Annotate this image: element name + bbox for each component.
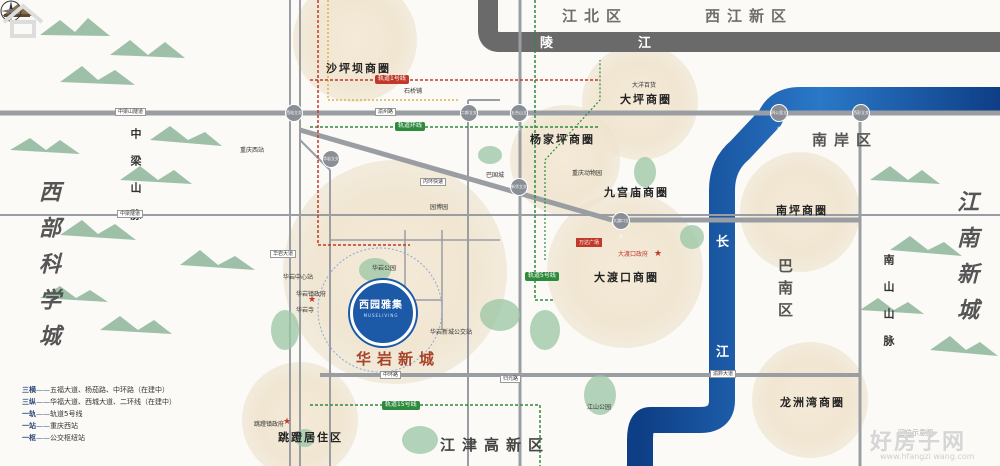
district-circle-yangjiaping [510,105,620,215]
rail-huanxian: 轨道环线 [395,122,426,131]
rail-line5: 轨道5号线 [525,272,559,281]
district-yangjiaping: 杨家坪商圈 [530,133,595,146]
region-nanan: 南岸区 [812,131,879,149]
district-daping: 大坪商圈 [620,93,672,106]
map-legend: 三横——五福大道、杨茄路、中环路（在建中） 三纵——华福大道、西城大道、二环线（… [22,384,176,444]
district-tiaodeng: 跳蹬居住区 [278,431,343,444]
watermark-title: 好房子网 [870,430,967,455]
district-dadukou: 大渡口商圈 [594,271,659,284]
district-huayan: 华岩新城 [356,350,441,368]
region-banan: 巴南区 [776,258,794,324]
district-jiugongmiao: 九宫庙商圈 [604,186,669,199]
poi-zoo: 重庆动物园 [572,170,603,177]
hub-dadukou: 大渡口立交 [612,212,630,239]
hub-sigongli: 四公里立交 [770,104,788,131]
hub-huayan: 华岩立交 [322,150,340,168]
label-jiangnan-xincheng: 江南新城 [953,190,979,334]
poi-tiaodeng-gov: 跳蹬镇政府 [254,421,285,428]
road-neihuan: 内环快速 [420,178,447,186]
road-huayan-dadao: 华岩大道 [270,250,297,258]
poi-baqu: 巴国城 [486,172,505,179]
district-longzhouwan: 龙洲湾商圈 [780,396,845,409]
road-zhongyuanlu: 中环路 [380,371,402,379]
poi-huayan-park: 华岩公园 [372,265,397,272]
star-tiaodeng-gov: ★ [283,417,292,427]
hub-xizhan: 西站立交 [285,104,303,122]
label-nanshan: 南山山脉 [882,254,895,362]
district-circle-dadukou [547,192,703,348]
poi-wanda: 万达广场 [576,238,603,247]
green-parks [271,146,704,454]
river-label-jiang-north: 江 [638,36,662,51]
river-label-chang: 长 [716,235,740,250]
hub-wutaishan: 五台山立交 [510,104,528,131]
rail-lines [310,0,601,466]
legend-row: 一轨——轨道5号线 [22,410,83,418]
district-shaping: 沙坪坝商圈 [326,62,391,75]
label-zhongliang-shan: 中梁山脉 [129,128,142,236]
hub-xinhua: 新华立交 [510,178,528,196]
road-zhongliang: 中梁隧道 [117,210,144,218]
poi-huayan-bus: 华岩新城公交站 [430,329,473,336]
poi-dayang: 大洋百货 [632,82,657,89]
rail-line15: 轨道15号线 [382,401,420,410]
road-yudeng: 渝黔大道 [710,370,737,378]
watermark-url: www.hfangzi wang.com [880,452,975,461]
poi-chongqing-west: 重庆西站 [240,147,265,154]
house-logo-icon [2,3,44,38]
district-circle-longzhouwan [752,342,868,458]
district-nanping: 南坪商圈 [776,204,828,217]
star-dadukou-gov: ★ [654,249,663,259]
rail-line1: 轨道1号线 [375,75,409,84]
label-xibu-kexuecheng: 西部科学城 [35,180,61,360]
road-zhongliangshan-tunnel: 中梁山隧道 [115,108,147,116]
poi-jiangshan: 江山公园 [587,404,612,411]
poi-huayan-zhongxin: 华岩中心站 [283,274,314,281]
district-circle-nanping [740,152,860,272]
road-yuzhou: 渝州路 [375,108,397,116]
river-label-ling: 陵 [540,36,564,51]
poi-huayan-temple: 华岩寺 [296,307,315,314]
district-circle-shaping [293,0,417,102]
project-marker[interactable] [350,280,416,346]
river-label-jiang: 江 [716,345,740,360]
poi-dadukou-gov: 大渡口政府 [618,251,649,258]
poi-yuanboyuan: 园博园 [430,204,449,211]
region-jiangjin: 江津高新区 [440,436,551,454]
road-guiyuanlu: 归元路 [500,375,522,383]
project-name: 西园雅集 [359,300,403,311]
watermark-note: 区位示意图 [898,429,933,437]
legend-row: 三纵——华福大道、西城大道、二环线（在建中） [22,398,176,406]
mountain-decoration [10,18,998,356]
region-jiangbei: 江北区 [562,7,629,25]
poi-shiqiaopu: 石桥铺 [404,88,423,95]
legend-row: 一枢——公交枢纽站 [22,434,85,442]
hub-erlang: 二郎立交 [460,104,478,122]
poi-huayan-zhen: 华岩镇政府 [296,291,327,298]
star-huayan-gov: ★ [308,295,317,305]
region-xijiang: 西江新区 [705,7,794,25]
hub-xipeng: 西彭立交 [852,104,870,122]
legend-row: 一站——重庆西站 [22,422,78,430]
jialing-river [478,0,1000,52]
project-english: MUSELIVING [363,313,399,318]
legend-row: 三横——五福大道、杨茄路、中环路（在建中） [22,386,169,394]
